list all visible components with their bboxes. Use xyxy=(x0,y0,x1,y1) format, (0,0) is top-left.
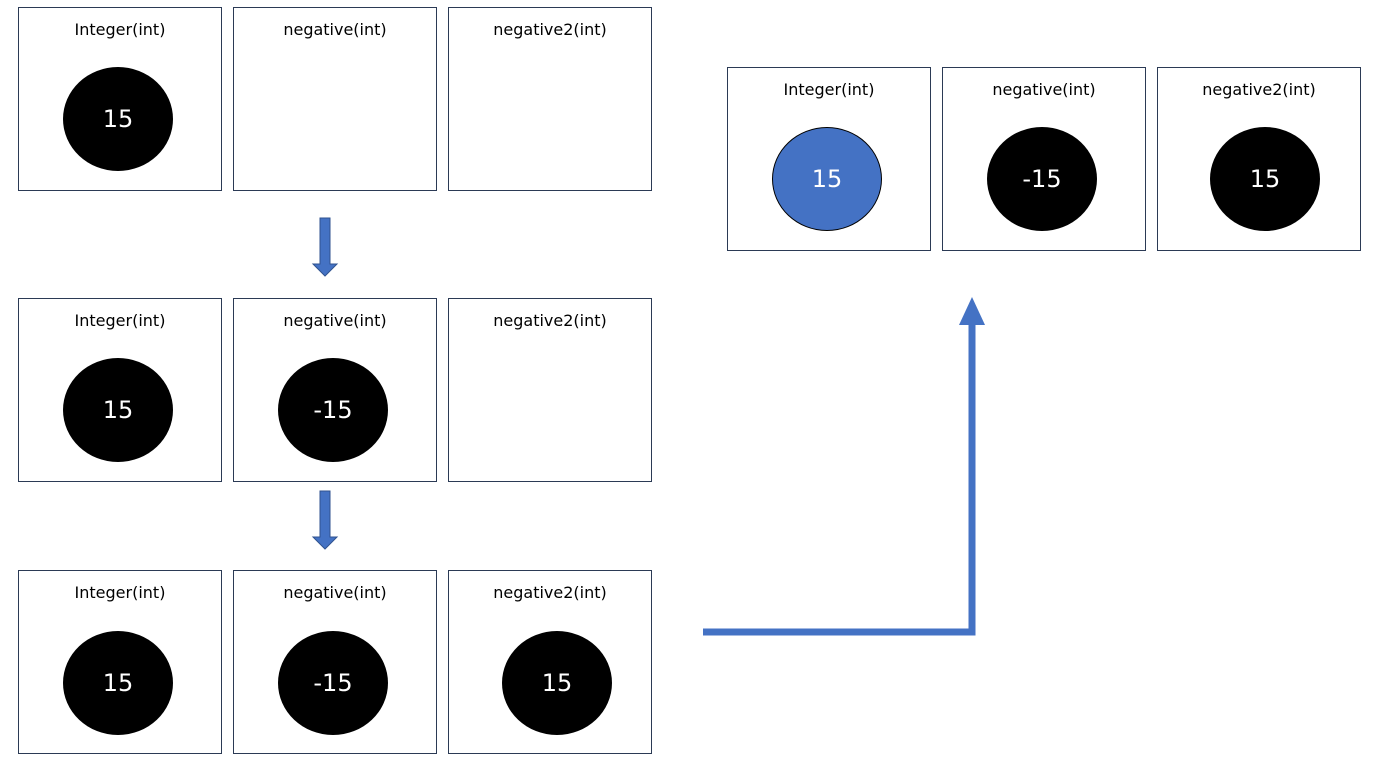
result-integer-value: 15 xyxy=(772,127,882,231)
row2-negative-label: negative(int) xyxy=(283,311,387,330)
row3-integer-label: Integer(int) xyxy=(74,583,166,602)
row1-negative2-box: negative2(int) xyxy=(448,7,652,191)
row2-integer-value: 15 xyxy=(63,358,173,462)
row3-negative2-value: 15 xyxy=(502,631,612,735)
down-arrow-1 xyxy=(311,217,339,277)
row1-negative-label: negative(int) xyxy=(283,20,387,39)
row2-integer-label: Integer(int) xyxy=(74,311,166,330)
row1-integer-box: Integer(int) 15 xyxy=(18,7,222,191)
row1-integer-label: Integer(int) xyxy=(74,20,166,39)
result-integer-box: Integer(int) 15 xyxy=(727,67,931,251)
row3-integer-box: Integer(int) 15 xyxy=(18,570,222,754)
bent-connector-arrowhead xyxy=(959,297,985,325)
result-negative2-value: 15 xyxy=(1210,127,1320,231)
row2-negative-box: negative(int) -15 xyxy=(233,298,437,482)
row3-negative-label: negative(int) xyxy=(283,583,387,602)
row3-negative-value: -15 xyxy=(278,631,388,735)
result-negative-label: negative(int) xyxy=(992,80,1096,99)
result-negative2-box: negative2(int) 15 xyxy=(1157,67,1361,251)
row1-integer-value: 15 xyxy=(63,67,173,171)
row3-negative-box: negative(int) -15 xyxy=(233,570,437,754)
row2-negative2-box: negative2(int) xyxy=(448,298,652,482)
result-negative-value: -15 xyxy=(987,127,1097,231)
result-negative2-label: negative2(int) xyxy=(1202,80,1316,99)
result-negative-box: negative(int) -15 xyxy=(942,67,1146,251)
bent-connector-line xyxy=(703,322,976,636)
result-integer-label: Integer(int) xyxy=(783,80,875,99)
row2-integer-box: Integer(int) 15 xyxy=(18,298,222,482)
row3-integer-value: 15 xyxy=(63,631,173,735)
down-arrow-2 xyxy=(311,490,339,550)
row3-negative2-label: negative2(int) xyxy=(493,583,607,602)
row1-negative2-label: negative2(int) xyxy=(493,20,607,39)
row1-negative-box: negative(int) xyxy=(233,7,437,191)
row3-negative2-box: negative2(int) 15 xyxy=(448,570,652,754)
row2-negative2-label: negative2(int) xyxy=(493,311,607,330)
row2-negative-value: -15 xyxy=(278,358,388,462)
